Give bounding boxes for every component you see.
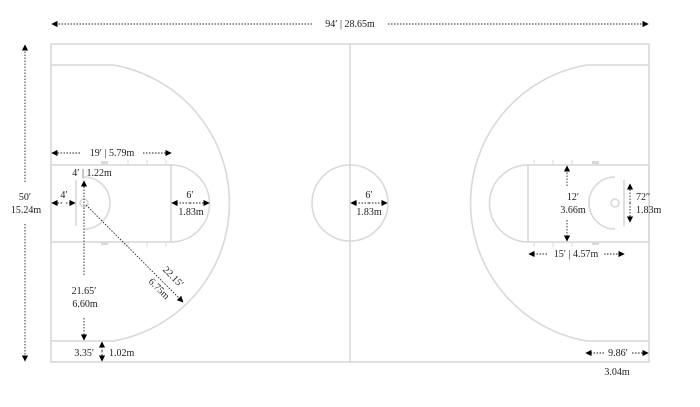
left-free-throw-circle [170, 164, 211, 243]
center-radius-ft-label: 6′ [365, 190, 372, 201]
corner-three-ft-label: 3.35′ [74, 348, 94, 359]
right-restricted-area [588, 176, 616, 230]
right-free-throw-circle [488, 164, 529, 243]
restricted-area-ft-label: 9.86′ [608, 348, 628, 359]
corner-depth-m-label: 6.60m [72, 299, 98, 310]
left-lane-hash-marks [101, 160, 167, 247]
dimension-annotations: 94′ | 28.65m 50′ 15.24m 19′ | 5.79m 4′ |… [11, 19, 662, 378]
right-lane-hash-marks [533, 160, 599, 247]
left-restricted-area [83, 176, 111, 230]
restricted-area-m-label: 3.04m [604, 367, 630, 378]
right-hoop [610, 198, 620, 208]
court-lines [50, 43, 650, 363]
right-lane [527, 164, 650, 243]
ft-radius-ft-label: 6′ [186, 190, 193, 201]
left-lane [50, 164, 172, 243]
right-three-point-line [469, 64, 649, 342]
backboard-hoop-label: 4′ | 1.22m [72, 168, 112, 179]
center-radius-m-label: 1.83m [356, 207, 382, 218]
lane-width-m-label: 3.66m [560, 205, 586, 216]
court-width-ft-label: 50′ [19, 192, 31, 203]
lane-width-ft-label: 12′ [567, 192, 579, 203]
left-three-point-line [51, 64, 231, 342]
baseline-backboard-label: 4′ [60, 190, 67, 201]
three-pt-radius-m-label: 6.75m [146, 276, 172, 302]
court-length-label: 94′ | 28.65m [325, 19, 375, 30]
ft-radius-m-label: 1.83m [178, 207, 204, 218]
backboard-width-ft-label: 72″ [636, 192, 650, 203]
corner-depth-ft-label: 21.65′ [72, 286, 97, 297]
backboard-width-m-label: 1.83m [636, 205, 662, 216]
ft-line-distance-label: 15′ | 4.57m [554, 249, 599, 260]
court-width-m-label: 15.24m [11, 205, 42, 216]
three-pt-straight-label: 19′ | 5.79m [90, 148, 135, 159]
three-pt-radius-arrow [85, 204, 184, 303]
corner-three-m-label: 1.02m [109, 348, 135, 359]
center-circle [311, 164, 389, 242]
